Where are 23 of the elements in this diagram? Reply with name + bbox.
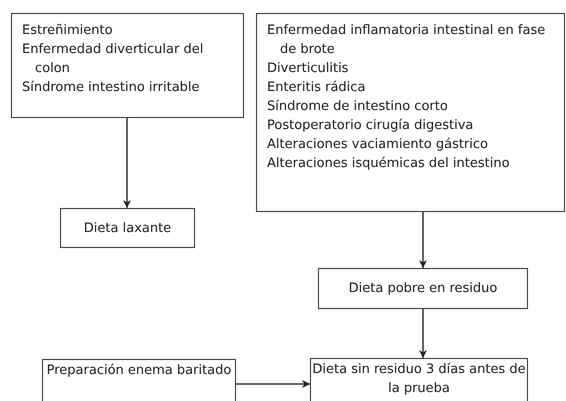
- process-box: [11, 13, 244, 118]
- list-item: Alteraciones vaciamiento gástrico: [267, 136, 489, 154]
- box-label: Dieta laxante: [84, 220, 172, 238]
- list-item: Enfermedad inflamatoria intestinal en fase de brote: [267, 22, 546, 59]
- box-label: Dieta sin residuo 3 días antes de la prueba: [311, 361, 527, 398]
- arrow: [236, 380, 310, 388]
- list-item: Estreñimiento: [22, 22, 114, 40]
- list-item: Postoperatorio cirugía digestiva: [267, 117, 474, 135]
- process-box: [256, 13, 565, 212]
- process-box: [42, 359, 236, 401]
- list-item: Alteraciones isquémicas del intestino: [267, 155, 511, 173]
- box-label: Dieta pobre en residuo: [348, 280, 498, 298]
- box-label: Preparación enema baritado: [46, 362, 232, 380]
- arrow: [419, 212, 427, 268]
- process-box: [318, 268, 528, 309]
- list-item: Enfermedad diverticular del colon: [22, 41, 204, 78]
- list-item: Diverticulitis: [267, 60, 350, 78]
- process-box: [60, 208, 195, 248]
- list-item: Síndrome de intestino corto: [267, 98, 449, 116]
- list-item: Síndrome intestino irritable: [22, 79, 201, 97]
- arrow: [123, 118, 131, 208]
- arrow: [419, 309, 427, 358]
- list-item: Enteritis rádica: [267, 79, 366, 97]
